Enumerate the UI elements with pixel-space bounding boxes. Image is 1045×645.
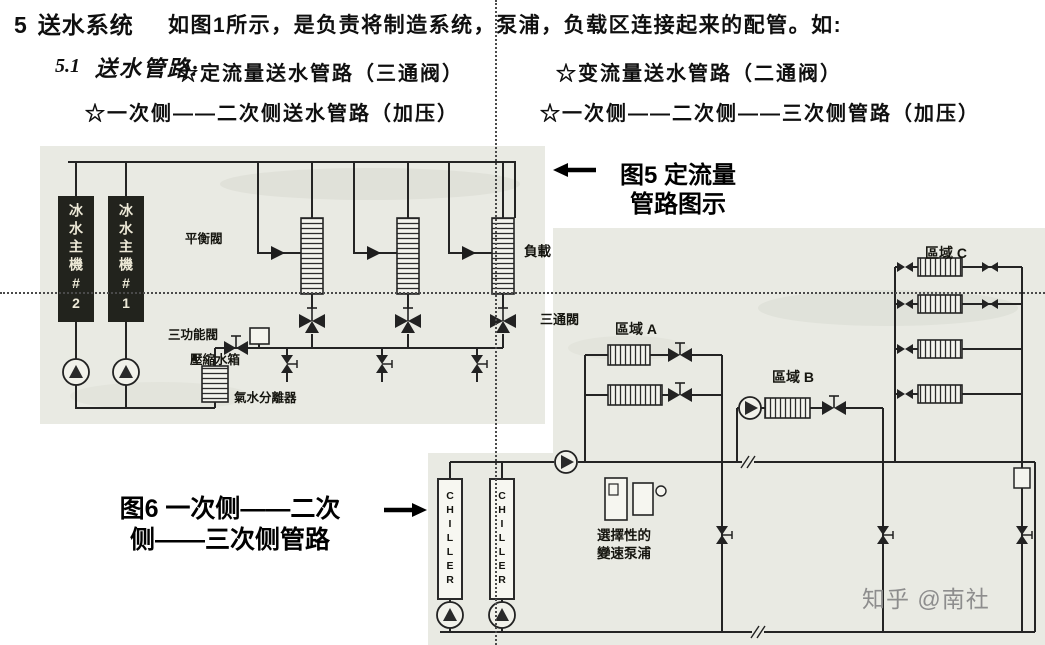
- fig5-pipes: [68, 161, 516, 409]
- fig6-caption-line2: 侧——三次侧管路: [129, 525, 330, 554]
- air-water-separator-label: 氣水分離器: [234, 391, 297, 405]
- pump-icon: [112, 358, 140, 386]
- fig6-arrow-icon: [384, 503, 427, 517]
- item-fixed-flow: ☆定流量送水管路（三通阀）: [178, 63, 464, 85]
- item-primary-secondary: ☆一次侧——二次侧送水管路（加压）: [85, 103, 459, 125]
- compression-tank-label: 壓縮水箱: [190, 353, 241, 367]
- pressure-regulator-icon: [1013, 467, 1031, 489]
- chiller-box-left: CHILLER: [437, 478, 463, 600]
- fig6-pipes: [440, 266, 1036, 633]
- fig5-arrow-icon: [553, 163, 596, 177]
- pump-icon: [554, 450, 578, 474]
- section-heading: 5 送水系统: [14, 6, 134, 40]
- fig6-caption: 图6 一次侧——二次 侧——三次侧管路: [80, 494, 380, 555]
- item-variable-flow: ☆变流量送水管路（二通阀）: [556, 63, 842, 85]
- vfd-pump-box-icon: [604, 477, 628, 521]
- fig6-diagram: [428, 228, 1045, 645]
- load-coil-icon: [396, 217, 420, 295]
- three-way-valve-label: 三通閥: [540, 312, 580, 327]
- scan-smudge: [758, 290, 1018, 326]
- section-title: 送水系统: [37, 12, 134, 38]
- fig5-caption: 图5 定流量 管路图示: [596, 161, 760, 220]
- zone-a-label: 區域 A: [615, 321, 657, 337]
- scan-smudge: [220, 168, 520, 200]
- pipe-break-icon: [750, 624, 766, 640]
- subsection-number: 5.1: [55, 55, 80, 77]
- balance-valve-label: 平衡閥: [185, 232, 223, 246]
- zone-c-coil-icon: [917, 294, 963, 314]
- fold-line-horizontal: [0, 292, 1045, 294]
- three-function-valve-label: 三功能閥: [168, 328, 219, 342]
- zone-b-coil-icon: [764, 397, 811, 419]
- chiller-box-right: CHILLER: [489, 478, 515, 600]
- zone-a-coil-icon: [607, 384, 663, 406]
- fold-line-vertical: [495, 0, 497, 645]
- chiller-unit-2: 冰水主機#2: [58, 196, 94, 322]
- vfd-pump-detail: [608, 483, 619, 496]
- load-coil-icon: [491, 217, 515, 295]
- pump-icon: [62, 358, 90, 386]
- meter-icon: [655, 485, 667, 497]
- watermark: 知乎 @南社: [862, 586, 990, 612]
- load-label: 負載: [524, 244, 551, 259]
- section-number: 5: [14, 12, 28, 38]
- zone-c-coil-icon: [917, 384, 963, 404]
- air-water-separator-icon: [201, 365, 229, 403]
- pump-icon: [488, 601, 516, 629]
- zone-c-coil-icon: [917, 339, 963, 359]
- subsection-title: 送水管路:: [95, 56, 201, 81]
- fig6-caption-line1: 图6 一次侧——二次: [119, 495, 341, 523]
- selective-pump-label-line2: 變速泵浦: [597, 546, 651, 561]
- item-primary-secondary-tertiary: ☆一次侧——二次侧——三次侧管路（加压）: [540, 103, 980, 125]
- pump-icon: [436, 601, 464, 629]
- fig5-caption-line2: 管路图示: [630, 191, 726, 219]
- vfd-pump-box-icon: [632, 482, 654, 516]
- section-intro: 如图1所示，是负责将制造系统，泵浦，负载区连接起来的配管。如:: [168, 14, 843, 37]
- selective-pump-label-line1: 選擇性的: [597, 528, 651, 543]
- zone-a-coil-icon: [607, 344, 651, 366]
- pipe-break-icon: [740, 454, 756, 470]
- pump-icon: [738, 396, 762, 420]
- compression-tank-icon: [249, 327, 270, 345]
- load-coil-icon: [300, 217, 324, 295]
- chiller-unit-1: 冰水主機#1: [108, 196, 144, 322]
- fig5-caption-line1: 图5 定流量: [619, 162, 736, 189]
- zone-c-coil-icon: [917, 257, 963, 277]
- zone-c-label: 區域 C: [925, 245, 967, 261]
- zone-b-label: 區域 B: [772, 369, 814, 385]
